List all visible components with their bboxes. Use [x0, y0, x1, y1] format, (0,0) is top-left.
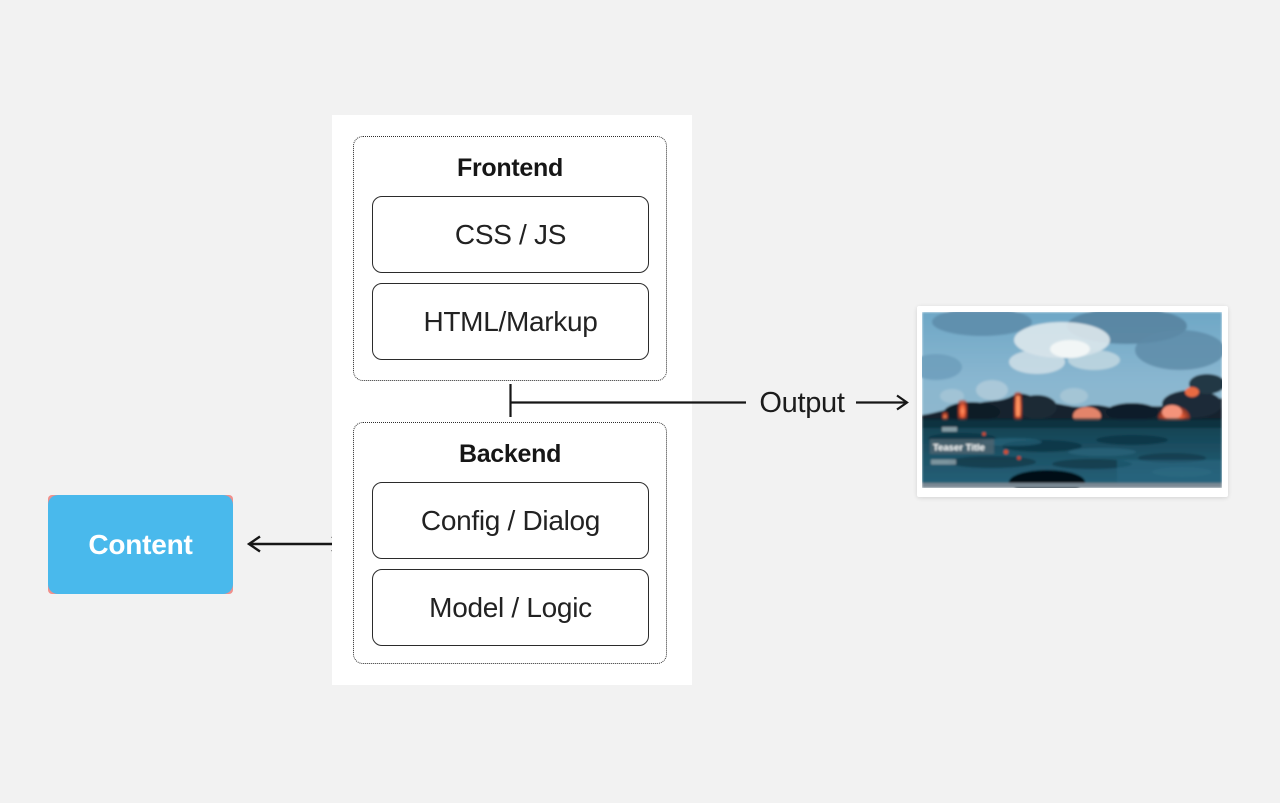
backend-group: Backend Config / Dialog Model / Logic: [353, 422, 667, 664]
output-connector: [509, 384, 909, 417]
frontend-group: Frontend CSS / JS HTML/Markup: [353, 136, 667, 381]
lava-ocean-photo: Teaser Title: [922, 312, 1222, 488]
node-css-js: CSS / JS: [372, 196, 649, 273]
content-box-label: Content: [48, 495, 233, 594]
overlay-small-text-top: [942, 427, 957, 432]
content-box: Content: [48, 495, 233, 594]
overlay-title-text: Teaser Title: [933, 443, 985, 454]
output-label: Output: [759, 386, 845, 419]
frontend-group-title: Frontend: [457, 154, 563, 182]
node-config-dialog: Config / Dialog: [372, 482, 649, 559]
extension-panel: Frontend CSS / JS HTML/Markup Backend Co…: [332, 115, 692, 685]
output-preview-card: Teaser Title: [917, 306, 1228, 497]
overlay-small-text-bottom: [931, 459, 956, 465]
node-html-markup: HTML/Markup: [372, 283, 649, 360]
overlay-title-bar: [930, 439, 994, 454]
node-model-logic: Model / Logic: [372, 569, 649, 646]
backend-group-title: Backend: [458, 440, 562, 468]
